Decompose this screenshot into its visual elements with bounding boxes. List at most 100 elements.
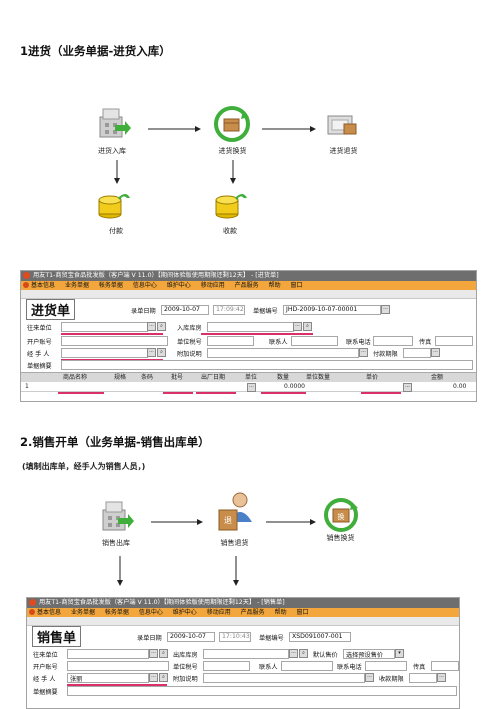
col-barcode[interactable]: 条码 xyxy=(141,374,154,381)
summary-label: 单据摘要 xyxy=(33,689,58,696)
menu-item-mobile[interactable]: 移动应用 xyxy=(206,609,231,616)
phone-field[interactable] xyxy=(373,336,413,346)
date-field[interactable]: 2009-10-07 xyxy=(161,305,209,315)
note-field[interactable] xyxy=(207,348,359,358)
no-field[interactable]: XSD091007-001 xyxy=(289,632,351,642)
supplier-lookup-button[interactable]: ··· xyxy=(147,322,156,331)
col-unit-qty[interactable]: 单位数量 xyxy=(306,374,331,381)
flow-node-purchase-in: 进货入库 xyxy=(98,147,126,155)
menu-item-help[interactable]: 帮助 xyxy=(274,609,287,616)
note-more-button[interactable]: ··· xyxy=(365,673,374,682)
section2-heading: 2.销售开单（业务单据-销售出库单） xyxy=(20,435,210,449)
account-field[interactable] xyxy=(61,336,168,346)
supplier-field[interactable] xyxy=(61,322,148,332)
svg-text:退: 退 xyxy=(224,516,232,525)
summary-field[interactable] xyxy=(61,360,473,370)
price-dropdown-button[interactable]: ··· xyxy=(403,383,412,392)
pay-term-field[interactable] xyxy=(403,348,431,358)
note-field[interactable] xyxy=(203,673,365,683)
col-spec[interactable]: 规格 xyxy=(114,374,127,381)
handler-search-icon[interactable]: ⌕ xyxy=(159,673,168,682)
col-price-highlight xyxy=(361,392,401,394)
handler-field[interactable] xyxy=(61,348,148,358)
handler-lookup-button[interactable]: ··· xyxy=(149,673,158,682)
customer-search-icon[interactable]: ⌕ xyxy=(159,649,168,658)
menu-item-docs[interactable]: 业务单据 xyxy=(64,282,89,289)
handler-lookup-button[interactable]: ··· xyxy=(147,348,156,357)
customer-lookup-button[interactable]: ··· xyxy=(149,649,158,658)
pay-term-label: 付款期限 xyxy=(373,351,398,358)
supplier-search-icon[interactable]: ⌕ xyxy=(157,322,166,331)
date-field[interactable]: 2009-10-07 xyxy=(167,632,215,642)
account-field[interactable] xyxy=(67,661,169,671)
contact-field[interactable] xyxy=(281,661,333,671)
col-name[interactable]: 商品名称 xyxy=(63,374,88,381)
price-select[interactable]: 选择预设售价 xyxy=(343,649,395,659)
phone-label: 联系电话 xyxy=(337,664,362,671)
menu-item-basic[interactable]: 基本信息 xyxy=(31,282,56,289)
menu-item-accounts[interactable]: 帐务单据 xyxy=(104,609,129,616)
storehouse-field[interactable] xyxy=(203,649,289,659)
menu-item-service[interactable]: 产品服务 xyxy=(234,282,259,289)
storehouse-lookup-button[interactable]: ··· xyxy=(289,649,298,658)
time-field[interactable]: 17:09:42 xyxy=(213,305,245,315)
price-chevron-down-icon[interactable]: ▾ xyxy=(395,649,404,658)
no-more-button[interactable]: ··· xyxy=(381,305,390,314)
menu-item-docs[interactable]: 业务单据 xyxy=(70,609,95,616)
col-mfg-date[interactable]: 出厂日期 xyxy=(201,374,226,381)
receive-term-button[interactable]: ··· xyxy=(437,673,446,682)
sales-exchange-icon: 换 xyxy=(324,498,358,532)
person-return-icon: 退 xyxy=(218,492,252,531)
fax-field[interactable] xyxy=(431,661,459,671)
receive-term-field[interactable] xyxy=(409,673,437,683)
fax-field[interactable] xyxy=(435,336,473,346)
menu-item-info[interactable]: 信息中心 xyxy=(132,282,157,289)
menu-item-window[interactable]: 窗口 xyxy=(296,609,309,616)
section1-heading: 1进货（业务单据-进货入库） xyxy=(20,44,171,58)
pay-term-button[interactable]: ··· xyxy=(431,348,440,357)
customer-field[interactable] xyxy=(67,649,149,659)
menu-item-help[interactable]: 帮助 xyxy=(268,282,281,289)
storehouse-field[interactable] xyxy=(207,322,294,332)
flow-node-purchase-exchange: 进货换货 xyxy=(218,147,247,155)
col-price[interactable]: 单价 xyxy=(366,374,379,381)
handler-search-icon[interactable]: ⌕ xyxy=(157,348,166,357)
form-title: 销售单 xyxy=(32,626,82,647)
col-batch[interactable]: 批号 xyxy=(171,374,184,381)
menu-item-service[interactable]: 产品服务 xyxy=(240,609,265,616)
col-qty[interactable]: 数量 xyxy=(277,374,290,381)
row-qty[interactable]: 0.0000 xyxy=(284,383,305,390)
coins-receive-icon xyxy=(215,194,247,219)
phone-field[interactable] xyxy=(365,661,407,671)
menu-item-info[interactable]: 信息中心 xyxy=(138,609,163,616)
menubar: 基本信息 业务单据 帐务单据 信息中心 维护中心 移动应用 产品服务 帮助 窗口 xyxy=(27,608,459,617)
note-more-button[interactable]: ··· xyxy=(359,348,368,357)
storehouse-search-icon[interactable]: ⌕ xyxy=(299,649,308,658)
unit-no-field[interactable] xyxy=(203,661,250,671)
menu-item-maintain[interactable]: 维护中心 xyxy=(172,609,197,616)
col-qty-highlight xyxy=(261,392,306,394)
summary-field[interactable] xyxy=(67,686,457,696)
phone-label: 联系电话 xyxy=(346,339,371,346)
menu-logo-icon xyxy=(29,609,35,615)
contact-field[interactable] xyxy=(291,336,338,346)
unit-no-field[interactable] xyxy=(207,336,254,346)
menu-item-accounts[interactable]: 帐务单据 xyxy=(98,282,123,289)
handler-label: 经 手 人 xyxy=(27,351,50,358)
coins-pay-icon xyxy=(98,194,130,219)
no-field[interactable]: JHD-2009-10-07-00001 xyxy=(283,305,381,315)
menu-item-mobile[interactable]: 移动应用 xyxy=(200,282,225,289)
storehouse-search-icon[interactable]: ⌕ xyxy=(303,322,312,331)
flow-node-pay: 付款 xyxy=(109,227,123,235)
window-titlebar: 用友T1-商贸宝食品批发版（客户端 V 11.0）【期间体验版使用期限还剩12天… xyxy=(21,271,476,281)
col-amount[interactable]: 金额 xyxy=(431,374,444,381)
menu-item-window[interactable]: 窗口 xyxy=(290,282,303,289)
storehouse-lookup-button[interactable]: ··· xyxy=(293,322,302,331)
unit-dropdown-button[interactable]: ··· xyxy=(247,383,256,392)
menu-item-basic[interactable]: 基本信息 xyxy=(37,609,62,616)
time-field[interactable]: 17:10:43 xyxy=(219,632,251,642)
menu-item-maintain[interactable]: 维护中心 xyxy=(166,282,191,289)
handler-field[interactable]: 张丽 xyxy=(67,673,149,683)
col-unit[interactable]: 单位 xyxy=(245,374,258,381)
